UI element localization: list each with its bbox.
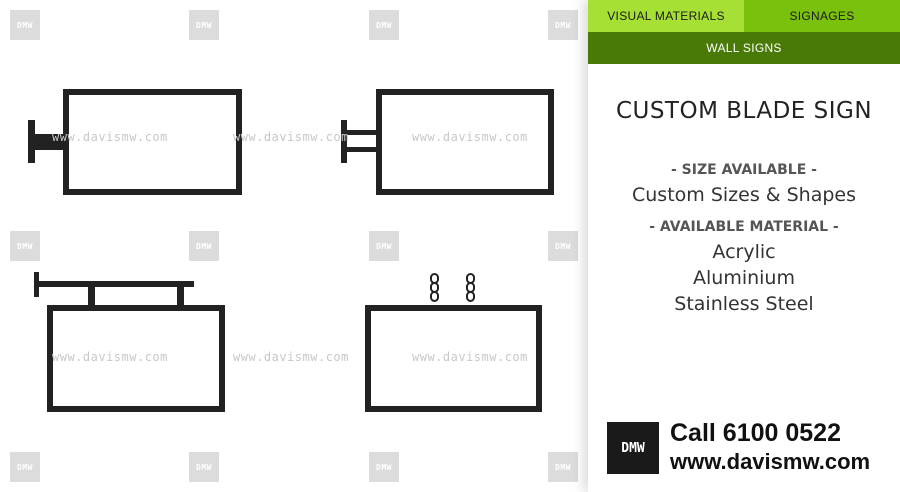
- watermark-logo: DMW: [369, 10, 399, 40]
- product-image-area: DMW DMW DMW DMW DMW DMW DMW DMW DMW DMW …: [10, 10, 578, 482]
- watermark-logo: DMW: [548, 10, 578, 40]
- watermark-url: www.davismw.com: [52, 350, 168, 364]
- watermark-url: www.davismw.com: [412, 350, 528, 364]
- solid-bracket: [35, 134, 65, 150]
- dmw-logo: DMW: [607, 422, 659, 474]
- watermark-url: www.davismw.com: [233, 130, 349, 144]
- watermark-logo: DMW: [369, 231, 399, 261]
- watermark-url: www.davismw.com: [412, 130, 528, 144]
- blade-sign-hanging: [47, 305, 225, 412]
- bracket-arm: [347, 147, 378, 152]
- blade-sign-double-arm: [376, 89, 554, 195]
- wall-plate: [28, 120, 35, 163]
- watermark-logo: DMW: [548, 452, 578, 482]
- watermark-logo: DMW: [548, 231, 578, 261]
- blade-sign-chain: [365, 305, 542, 412]
- material-item: Acrylic: [712, 241, 776, 263]
- phone-number[interactable]: Call 6100 0522: [670, 419, 841, 447]
- watermark-logo: DMW: [10, 231, 40, 261]
- watermark-logo: DMW: [189, 10, 219, 40]
- watermark-logo: DMW: [10, 10, 40, 40]
- wall-plate: [34, 272, 39, 297]
- watermark-url: www.davismw.com: [233, 350, 349, 364]
- hanger-post: [177, 287, 184, 307]
- watermark-logo: DMW: [189, 452, 219, 482]
- watermark-logo: DMW: [10, 452, 40, 482]
- chain-icon: [430, 273, 475, 302]
- watermark-logo: DMW: [189, 231, 219, 261]
- tab-wall-signs[interactable]: WALL SIGNS: [588, 32, 900, 64]
- product-title: CUSTOM BLADE SIGN: [615, 98, 873, 124]
- tab-visual-materials[interactable]: VISUAL MATERIALS: [588, 0, 744, 32]
- top-bar: [39, 281, 194, 287]
- material-item: Stainless Steel: [674, 293, 814, 315]
- size-value: Custom Sizes & Shapes: [631, 184, 857, 206]
- watermark-logo: DMW: [369, 452, 399, 482]
- watermark-url: www.davismw.com: [52, 130, 168, 144]
- website-link[interactable]: www.davismw.com: [670, 449, 871, 474]
- tab-signages[interactable]: SIGNAGES: [744, 0, 900, 32]
- hanger-post: [88, 287, 95, 307]
- size-header: - SIZE AVAILABLE -: [671, 162, 817, 178]
- bracket-arm: [347, 130, 378, 135]
- material-header: - AVAILABLE MATERIAL -: [649, 219, 839, 235]
- wall-plate: [341, 120, 347, 163]
- blade-sign-solid-bracket: [63, 89, 242, 195]
- material-item: Aluminium: [693, 267, 795, 289]
- product-info-panel: VISUAL MATERIALS SIGNAGES WALL SIGNS CUS…: [588, 0, 900, 492]
